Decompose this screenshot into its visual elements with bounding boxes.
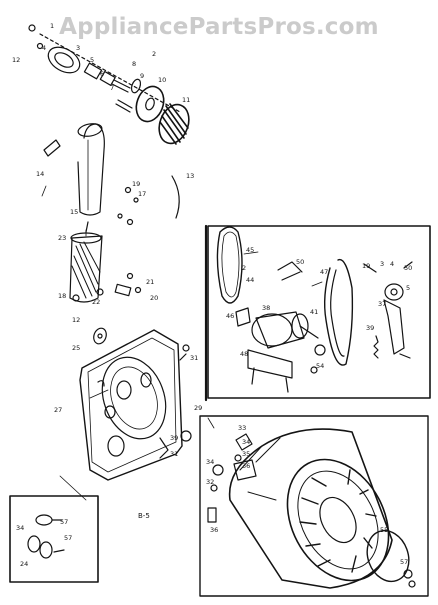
callout-57: 57 [60, 518, 68, 526]
callout-50: 54 [316, 362, 324, 370]
callout-7: 7 [110, 84, 114, 92]
callout-9: 9 [140, 72, 144, 80]
callout-34: 34 [242, 438, 250, 446]
leader-lines [41, 185, 323, 429]
callout-12: 12 [12, 56, 20, 64]
callout-10: 10 [158, 76, 166, 84]
callout-36b: 36 [210, 526, 218, 534]
callout-8: 8 [132, 60, 136, 68]
callout-25: 25 [72, 344, 80, 352]
blower-assembly [28, 24, 190, 145]
callout-29: 29 [194, 404, 202, 412]
callout-54: 55 [380, 526, 388, 534]
callout-44: 45 [246, 246, 254, 254]
callout-24: 24 [20, 560, 28, 568]
callout-12b: 12 [72, 316, 80, 324]
callout-22: 22 [92, 298, 100, 306]
callout-47: 47 [320, 268, 328, 276]
callout-39: 39 [170, 434, 178, 442]
inset-box [9, 475, 99, 583]
callout-14: 14 [36, 170, 44, 178]
callout-31b: 31 [170, 450, 178, 458]
callout-20: 20 [150, 294, 158, 302]
motor-panel [204, 224, 431, 402]
callout-5b: 5 [406, 284, 410, 292]
callout-43: 44 [246, 276, 254, 284]
callout-27: 27 [54, 406, 62, 414]
callout-55: 57 [400, 558, 408, 566]
callout-48b: 50 [404, 264, 412, 272]
callout-11: 11 [182, 96, 190, 104]
drum-assembly [199, 415, 429, 597]
callout-2: 2 [152, 50, 156, 58]
callout-labels: 1 12 4 3 5 6 7 8 9 10 11 2 14 15 13 17 1… [12, 22, 412, 568]
callout-34c: 34 [16, 524, 24, 532]
callout-48: 50 [296, 258, 304, 266]
callout-19: 19 [132, 180, 140, 188]
exhaust-duct [43, 123, 180, 226]
callout-36: 36 [242, 462, 250, 470]
callout-35: 35 [242, 450, 250, 458]
callout-6: 6 [100, 70, 104, 78]
callout-5: 5 [90, 56, 94, 64]
callout-3: 3 [76, 44, 80, 52]
callout-1: 1 [50, 22, 54, 30]
callout-57b: 57 [64, 534, 72, 542]
callout-31: 31 [190, 354, 198, 362]
callout-17: 17 [138, 190, 146, 198]
callout-3b: 3 [380, 260, 384, 268]
callout-13: 13 [186, 172, 194, 180]
callout-23: 23 [58, 234, 66, 242]
callout-38: 38 [262, 304, 270, 312]
callout-21: 21 [146, 278, 154, 286]
callout-18: 18 [58, 292, 66, 300]
page-label: B-5 [138, 512, 150, 520]
callout-19b: 19 [362, 262, 370, 270]
callout-37: 37 [378, 300, 386, 308]
callout-2b: 2 [242, 264, 246, 272]
callout-32: 32 [206, 478, 214, 486]
callout-15: 15 [70, 208, 78, 216]
callout-4b: 4 [390, 260, 394, 268]
callout-39b: 39 [366, 324, 374, 332]
callout-46: 48 [240, 350, 248, 358]
callout-45: 46 [226, 312, 234, 320]
heater-assembly [69, 221, 142, 345]
callout-4: 4 [42, 44, 46, 52]
callout-34b: 34 [206, 458, 214, 466]
callout-41: 41 [310, 308, 318, 316]
callout-33: 33 [238, 424, 246, 432]
front-bulkhead [79, 329, 192, 481]
